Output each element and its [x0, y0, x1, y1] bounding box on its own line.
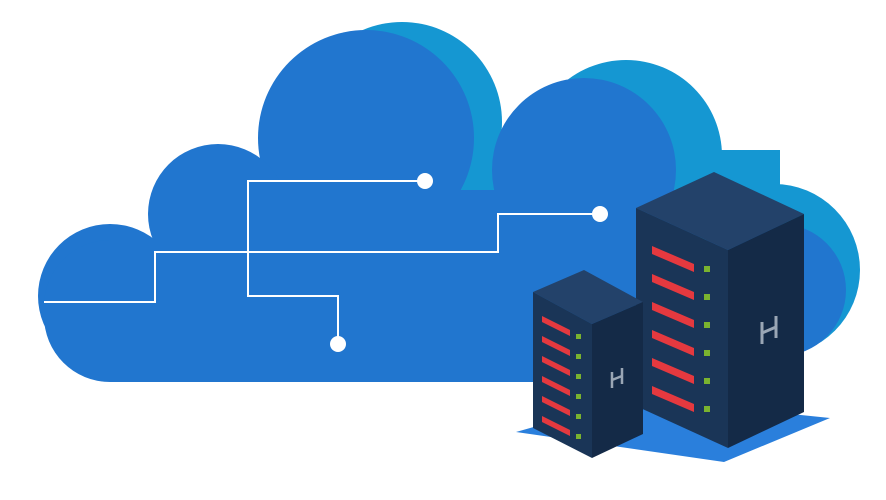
circuit-nodes — [330, 173, 608, 352]
led-green — [704, 266, 710, 272]
led-red — [652, 358, 694, 384]
led-green — [704, 294, 710, 300]
circuit-line-left — [44, 213, 600, 303]
server-leds — [652, 246, 710, 412]
server-tower-small — [533, 270, 643, 458]
led-green — [704, 350, 710, 356]
led-red — [652, 330, 694, 356]
server-top — [636, 172, 804, 250]
circuit-node — [592, 206, 608, 222]
led-red — [542, 396, 570, 416]
led-red — [652, 246, 694, 272]
led-red — [542, 336, 570, 356]
server-top — [533, 270, 643, 324]
led-red — [652, 302, 694, 328]
led-green — [576, 434, 581, 439]
led-green — [704, 378, 710, 384]
led-green — [576, 394, 581, 399]
circuit-node — [417, 173, 433, 189]
led-red — [542, 316, 570, 336]
led-green — [576, 374, 581, 379]
circuit-node — [330, 336, 346, 352]
led-red — [542, 376, 570, 396]
server-front — [636, 208, 728, 448]
led-green — [576, 334, 581, 339]
led-green — [576, 414, 581, 419]
led-red — [652, 386, 694, 412]
h-logo-icon — [760, 316, 778, 344]
led-green — [704, 406, 710, 412]
led-red — [542, 356, 570, 376]
cloud — [38, 30, 846, 382]
led-green — [704, 322, 710, 328]
led-green — [576, 354, 581, 359]
circuit-lines — [44, 180, 600, 344]
server-side — [592, 302, 643, 458]
circuit-line-upper — [247, 180, 425, 344]
server-tower-large — [636, 172, 804, 448]
led-red — [652, 274, 694, 300]
h-logo-icon — [610, 368, 624, 388]
server-leds — [542, 316, 581, 439]
led-red — [542, 416, 570, 436]
